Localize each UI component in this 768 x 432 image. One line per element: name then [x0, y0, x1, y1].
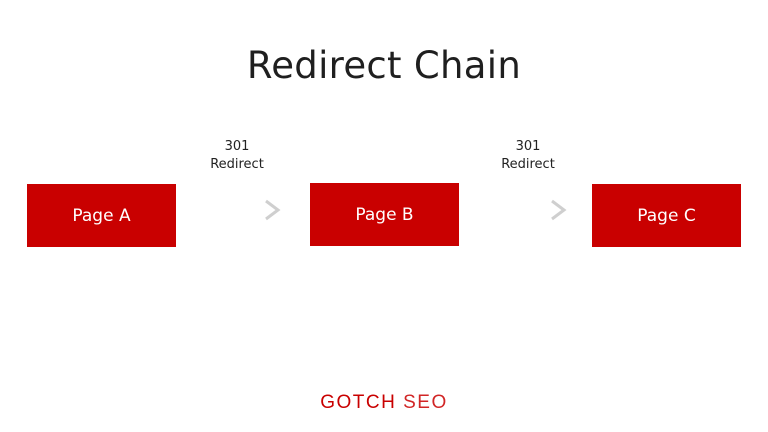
edge-label-2: 301 Redirect — [478, 138, 578, 174]
edge-2-code: 301 — [515, 139, 541, 154]
arrow-b-to-c — [480, 199, 567, 221]
node-page-c: Page C — [592, 184, 741, 247]
node-page-c-label: Page C — [637, 205, 696, 226]
brand-logo-part2: SEO — [403, 392, 448, 413]
node-page-b-label: Page B — [355, 204, 414, 225]
edge-label-1: 301 Redirect — [187, 138, 287, 174]
node-page-b: Page B — [310, 183, 459, 246]
brand-logo: GOTCH SEO — [0, 392, 768, 414]
arrow-a-to-b — [194, 199, 281, 221]
node-page-a: Page A — [27, 184, 176, 247]
edge-1-code: 301 — [224, 139, 250, 154]
diagram-title: Redirect Chain — [246, 44, 522, 87]
edge-2-text: Redirect — [501, 157, 555, 172]
brand-logo-part1: GOTCH — [320, 392, 397, 413]
node-page-a-label: Page A — [72, 205, 131, 226]
edge-1-text: Redirect — [210, 157, 264, 172]
